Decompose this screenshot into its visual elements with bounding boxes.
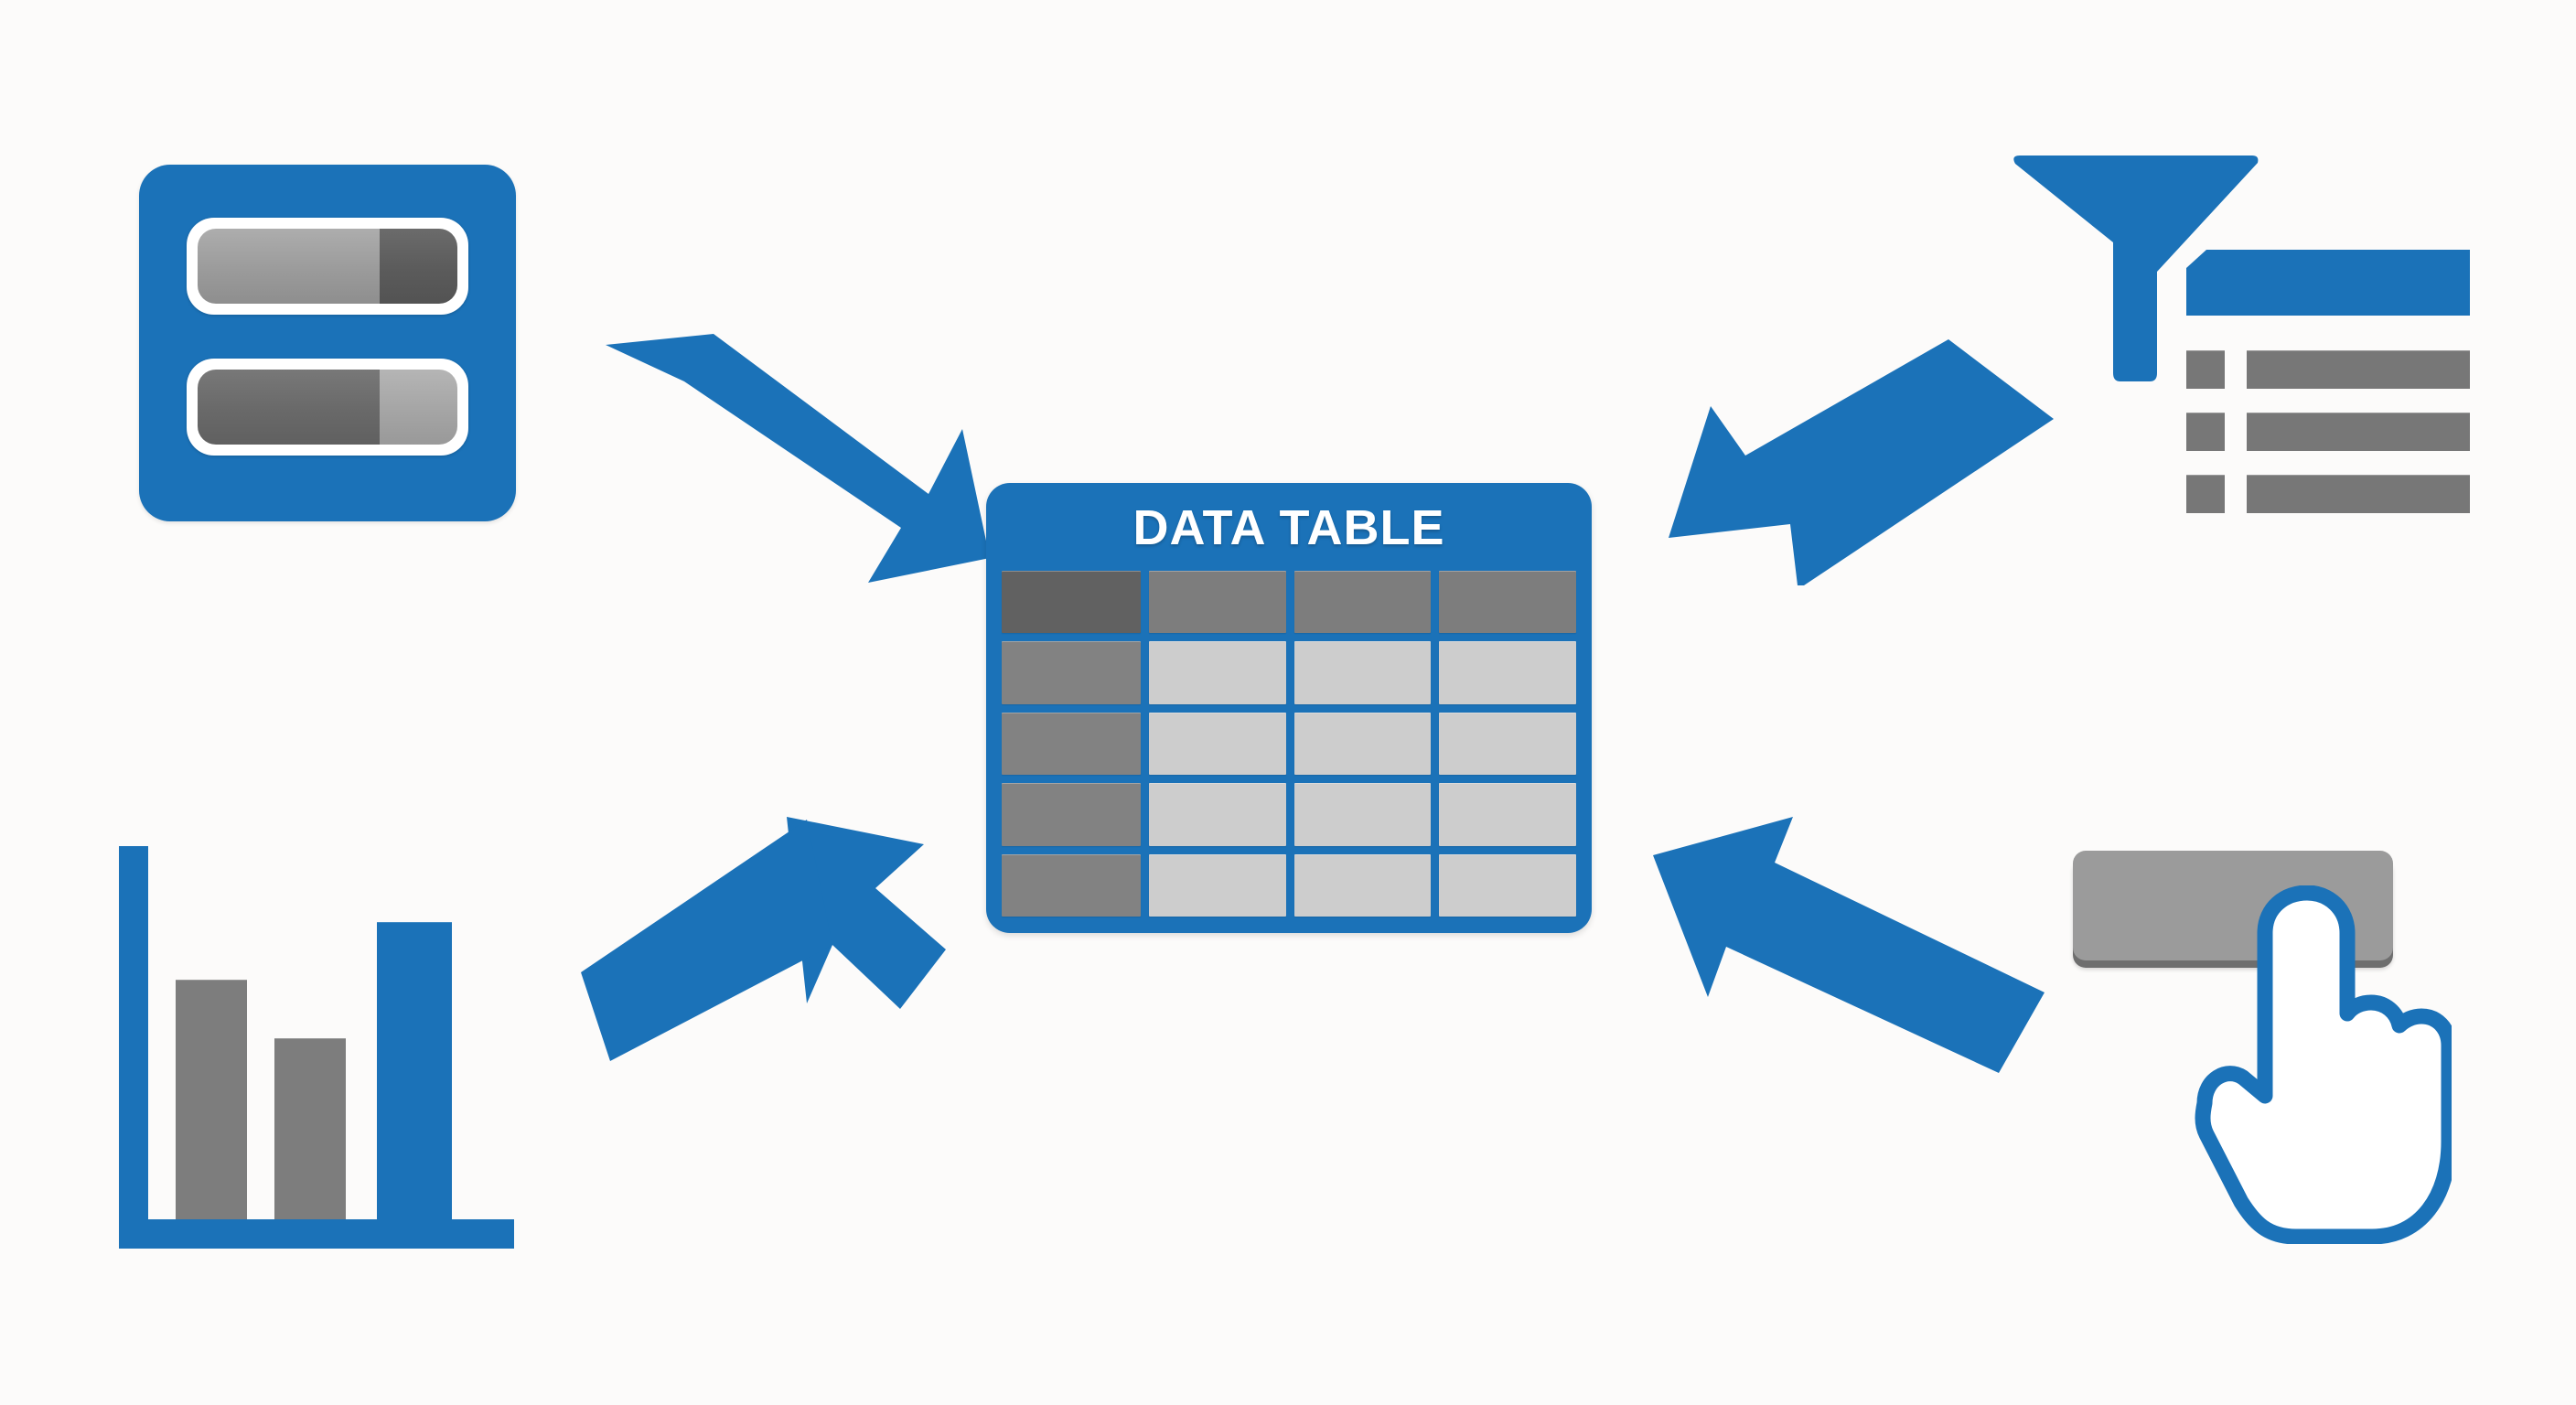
bar-chart-icon — [119, 846, 531, 1249]
table-row — [1002, 783, 1577, 846]
table-cell — [1439, 712, 1577, 776]
server-slot-top-segment-light — [198, 229, 380, 304]
table-cell — [1293, 783, 1432, 846]
filter-list-row-bar — [2247, 350, 2470, 389]
filter-list-header-bar — [2186, 250, 2470, 316]
table-header-cell — [1439, 571, 1577, 634]
pointing-hand-icon — [2195, 885, 2452, 1244]
table-cell — [1002, 783, 1141, 846]
filter-list-row — [2186, 475, 2470, 513]
bar-chart-x-axis — [119, 1219, 514, 1249]
arrow-from-filter — [1669, 339, 2054, 585]
arrow-from-server — [606, 334, 990, 583]
bar-chart-bar-3 — [377, 922, 452, 1219]
table-row — [1002, 641, 1577, 704]
data-table-card[interactable]: DATA TABLE — [986, 483, 1592, 933]
table-header-cell — [1293, 571, 1432, 634]
table-cell — [1002, 712, 1141, 776]
funnel-icon — [2013, 156, 2259, 381]
table-row — [1002, 712, 1577, 776]
server-slot-bottom — [187, 359, 468, 456]
table-cell — [1439, 783, 1577, 846]
filter-list-row — [2186, 413, 2470, 451]
arrow-from-bar-chart — [581, 817, 946, 1061]
filter-list-row-marker — [2186, 475, 2225, 513]
server-slot-bottom-segment-dark — [198, 370, 380, 445]
server-database-icon — [139, 165, 516, 521]
table-cell — [1293, 712, 1432, 776]
table-header-cell — [1149, 571, 1286, 634]
bar-chart-bar-2 — [274, 1038, 346, 1219]
table-cell — [1293, 641, 1432, 704]
filter-list-icon — [2012, 151, 2470, 535]
table-cell — [1149, 853, 1286, 917]
table-row — [1002, 853, 1577, 917]
filter-list — [2186, 250, 2470, 520]
table-cell — [1439, 641, 1577, 704]
table-cell — [1002, 853, 1141, 917]
table-cell — [1149, 641, 1286, 704]
filter-list-row-bar — [2247, 475, 2470, 513]
bar-chart-bar-1 — [176, 980, 247, 1219]
table-cell — [1002, 641, 1141, 704]
table-header-cell — [1002, 571, 1141, 634]
table-cell — [1439, 853, 1577, 917]
arrow-from-click — [1653, 817, 2045, 1073]
table-header-row — [1002, 571, 1577, 634]
filter-list-row-marker — [2186, 350, 2225, 389]
data-table-grid — [1002, 571, 1577, 917]
server-slot-bottom-segment-light — [379, 370, 457, 445]
server-slot-top-segment-dark — [379, 229, 457, 304]
filter-list-row — [2186, 350, 2470, 389]
table-cell — [1149, 712, 1286, 776]
data-table-title: DATA TABLE — [1132, 500, 1445, 555]
server-slot-top — [187, 218, 468, 315]
click-hand-icon — [2066, 851, 2468, 1244]
table-cell — [1293, 853, 1432, 917]
table-cell — [1149, 783, 1286, 846]
bar-chart-y-axis — [119, 846, 148, 1221]
filter-list-row-marker — [2186, 413, 2225, 451]
filter-list-row-bar — [2247, 413, 2470, 451]
